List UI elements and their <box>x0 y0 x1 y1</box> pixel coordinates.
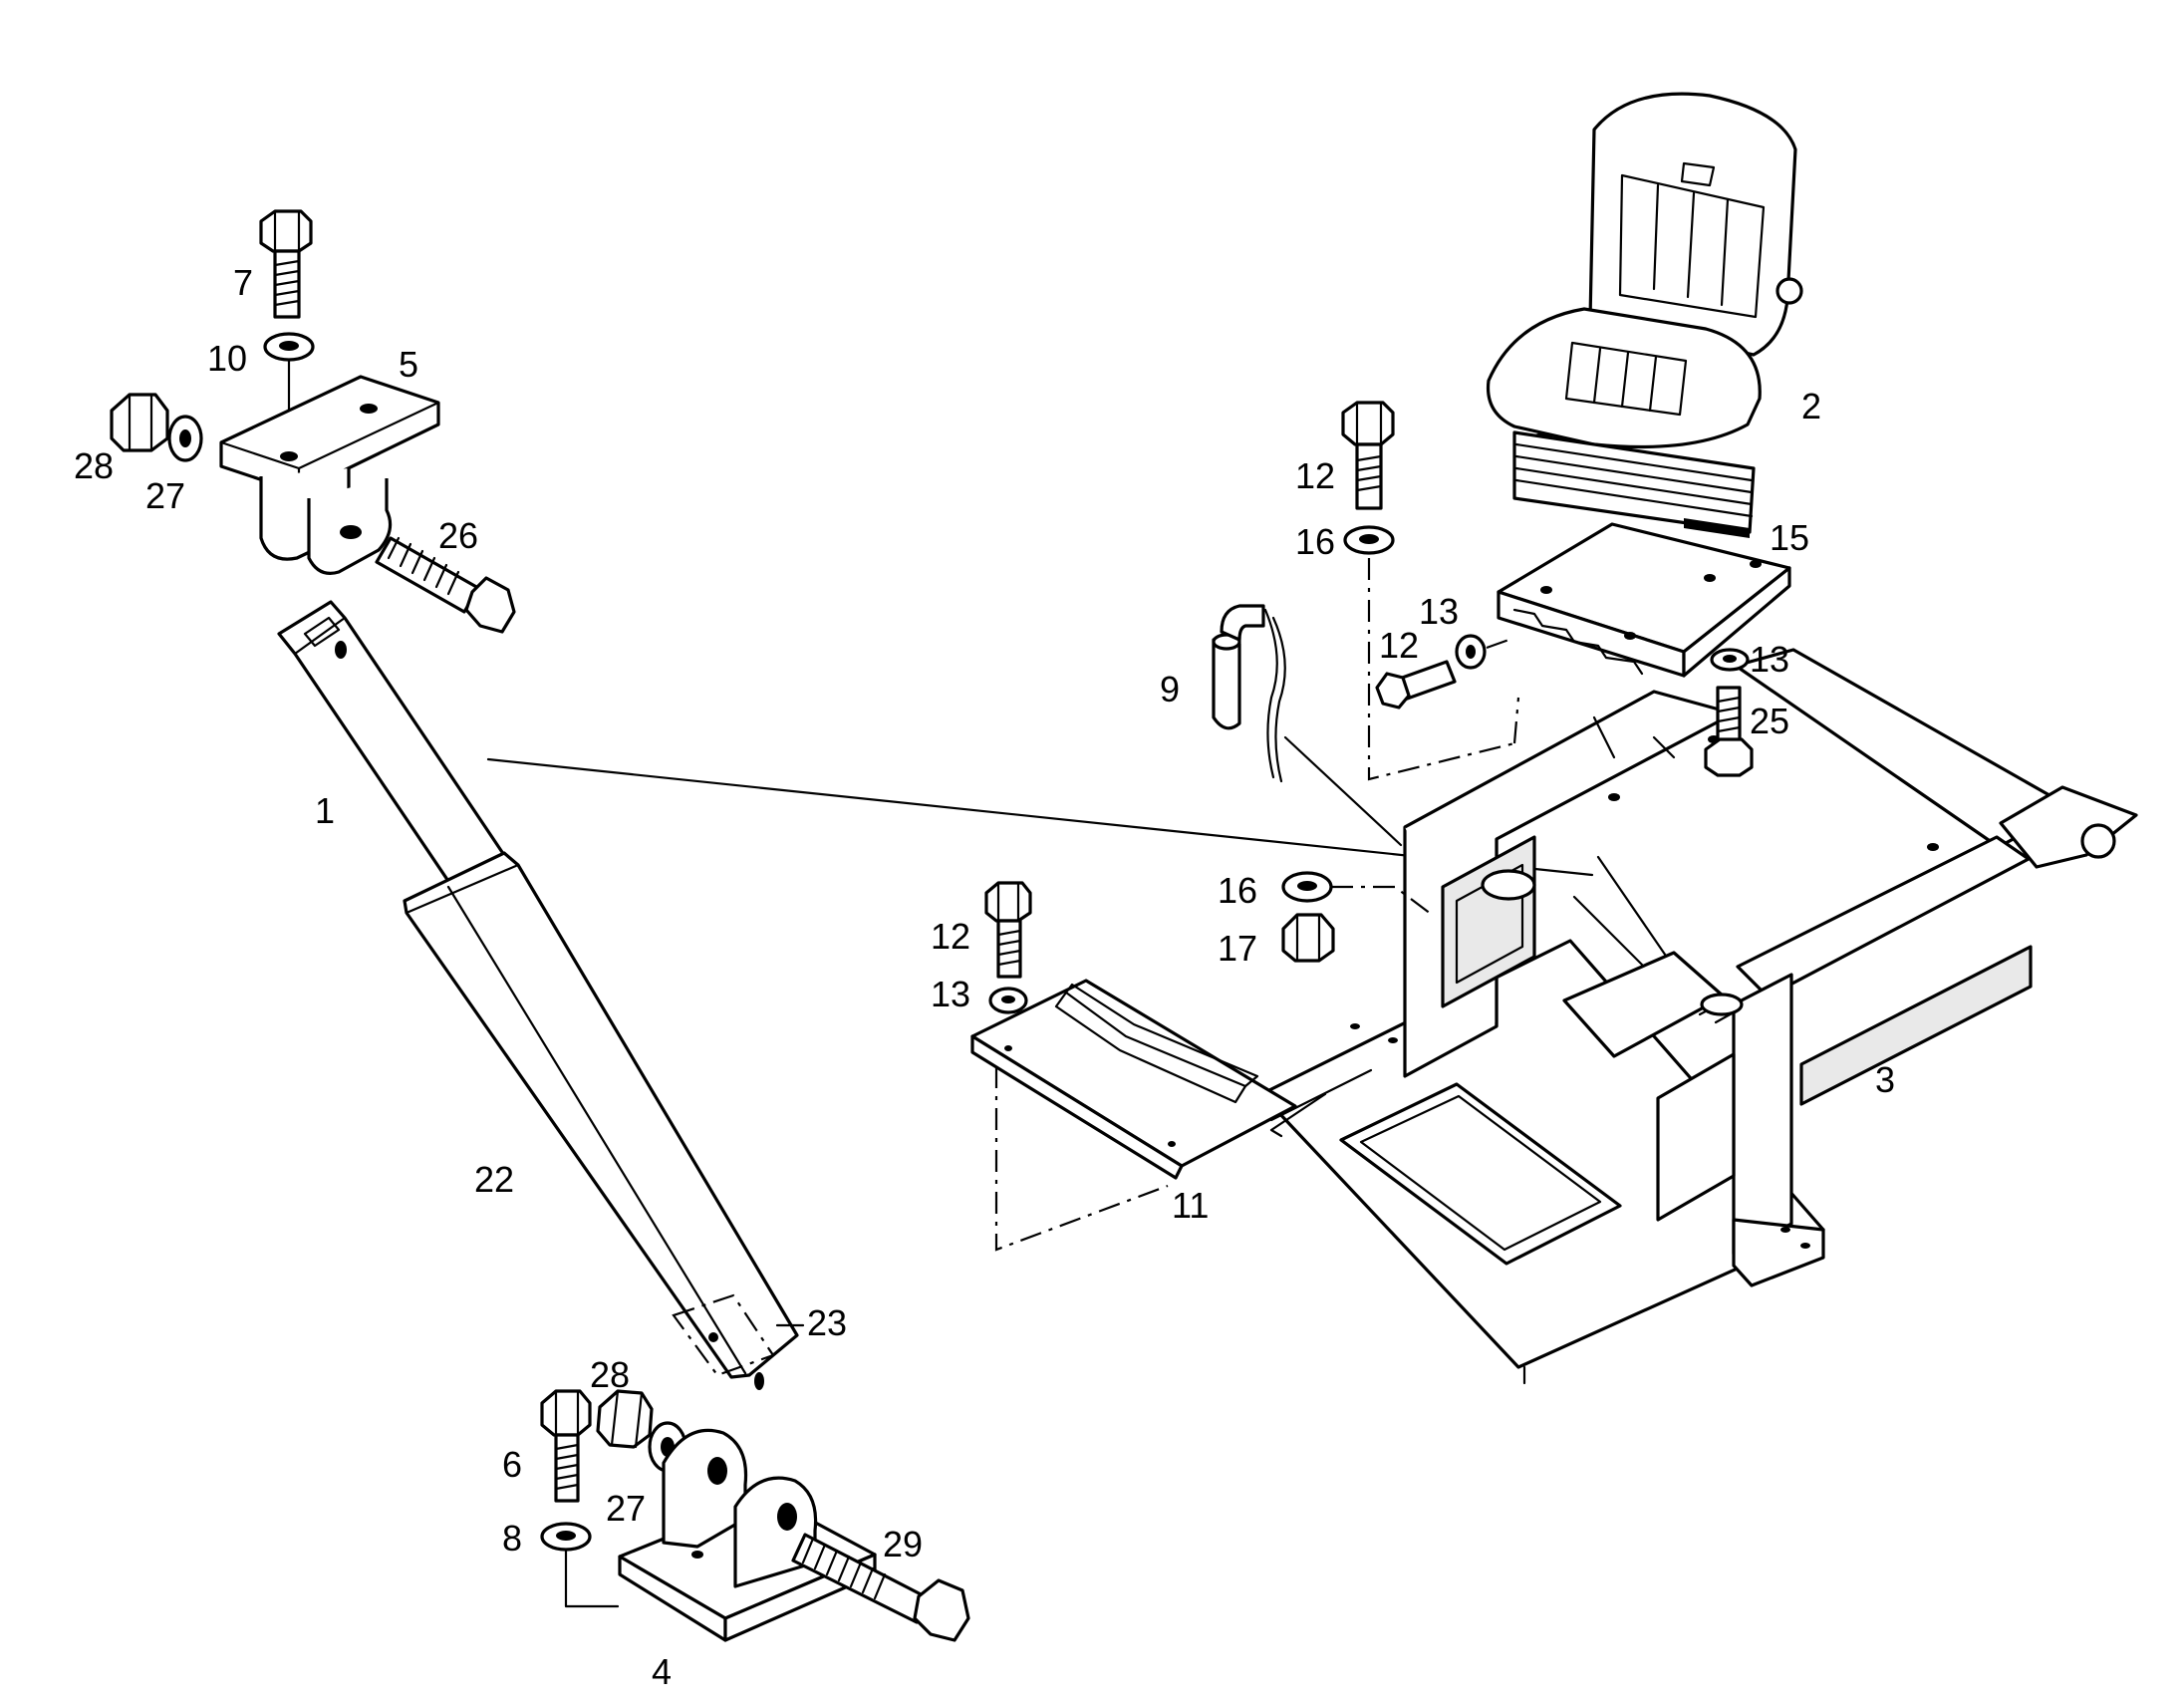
label-8: 8 <box>502 1518 522 1559</box>
label-5: 5 <box>399 344 418 385</box>
pedal-plate-11 <box>970 979 1297 1180</box>
label-7: 7 <box>233 262 253 303</box>
washer-13-side <box>1455 634 1487 670</box>
bracket-5 <box>219 375 440 575</box>
label-22: 22 <box>474 1159 514 1200</box>
leader-line-9 <box>1283 735 1403 847</box>
seat-plate-15 <box>1497 522 1791 678</box>
label-15: 15 <box>1770 517 1809 558</box>
pin-9 <box>1212 604 1286 783</box>
washer-27-top <box>167 415 203 462</box>
label-4: 4 <box>652 1651 672 1692</box>
top-bracket-assembly <box>110 209 516 634</box>
bolt-6 <box>540 1389 592 1503</box>
label-12-pedal: 12 <box>931 916 970 957</box>
label-26: 26 <box>438 515 478 556</box>
label-2: 2 <box>1801 386 1821 426</box>
label-16-seat: 16 <box>1295 521 1335 562</box>
bolt-29 <box>791 1533 970 1642</box>
label-12-side: 12 <box>1379 625 1419 666</box>
bolt-12-seat <box>1341 401 1395 510</box>
label-17: 17 <box>1218 928 1257 969</box>
bolt-26 <box>375 536 516 634</box>
label-28-bottom: 28 <box>590 1354 630 1395</box>
washer-10 <box>263 332 315 362</box>
frame-3 <box>1259 648 2138 1385</box>
washer-13-plate <box>1710 648 1750 672</box>
label-23: 23 <box>807 1302 847 1343</box>
centerline-13 <box>1486 636 1515 650</box>
label-28-top: 28 <box>74 445 114 486</box>
label-9: 9 <box>1160 669 1180 710</box>
label-27-top: 27 <box>145 475 185 516</box>
label-11: 11 <box>1172 1185 1209 1226</box>
bolt-12-pedal <box>984 881 1032 979</box>
washer-16-seat <box>1343 525 1395 555</box>
label-13-side: 13 <box>1419 591 1459 632</box>
seat-2 <box>1486 92 1803 538</box>
centerline-11 <box>994 1066 1169 1252</box>
label-1: 1 <box>315 790 335 831</box>
washer-13-pedal <box>988 987 1028 1014</box>
part-number-labels: 1 2 3 4 5 6 7 8 9 10 11 12 12 12 13 13 1… <box>74 262 1895 1692</box>
bolt-12-side <box>1375 660 1457 710</box>
washer-8 <box>540 1522 592 1552</box>
bracket-4 <box>618 1428 877 1642</box>
label-3: 3 <box>1875 1059 1895 1100</box>
nut-28-bottom <box>596 1389 654 1449</box>
washer-16-mid <box>1281 871 1333 903</box>
leader-line-11 <box>1269 1068 1373 1122</box>
nut-28-top <box>110 393 169 452</box>
label-6: 6 <box>502 1444 522 1485</box>
label-16-mid: 16 <box>1218 870 1257 911</box>
label-10: 10 <box>207 338 247 379</box>
label-29: 29 <box>883 1524 923 1564</box>
label-25: 25 <box>1750 701 1789 741</box>
bottom-bracket-assembly <box>540 1389 970 1642</box>
bolt-7 <box>259 209 313 319</box>
centerline-16 <box>1367 558 1520 781</box>
label-13-pedal: 13 <box>931 974 970 1014</box>
centerline-16-mid <box>1331 885 1436 918</box>
telescopic-tube <box>277 600 799 1390</box>
nut-17 <box>1281 913 1335 963</box>
label-12-seat: 12 <box>1295 455 1335 496</box>
label-13-plate: 13 <box>1750 639 1789 680</box>
label-27-bottom: 27 <box>606 1488 646 1529</box>
bolt-25 <box>1704 686 1754 777</box>
